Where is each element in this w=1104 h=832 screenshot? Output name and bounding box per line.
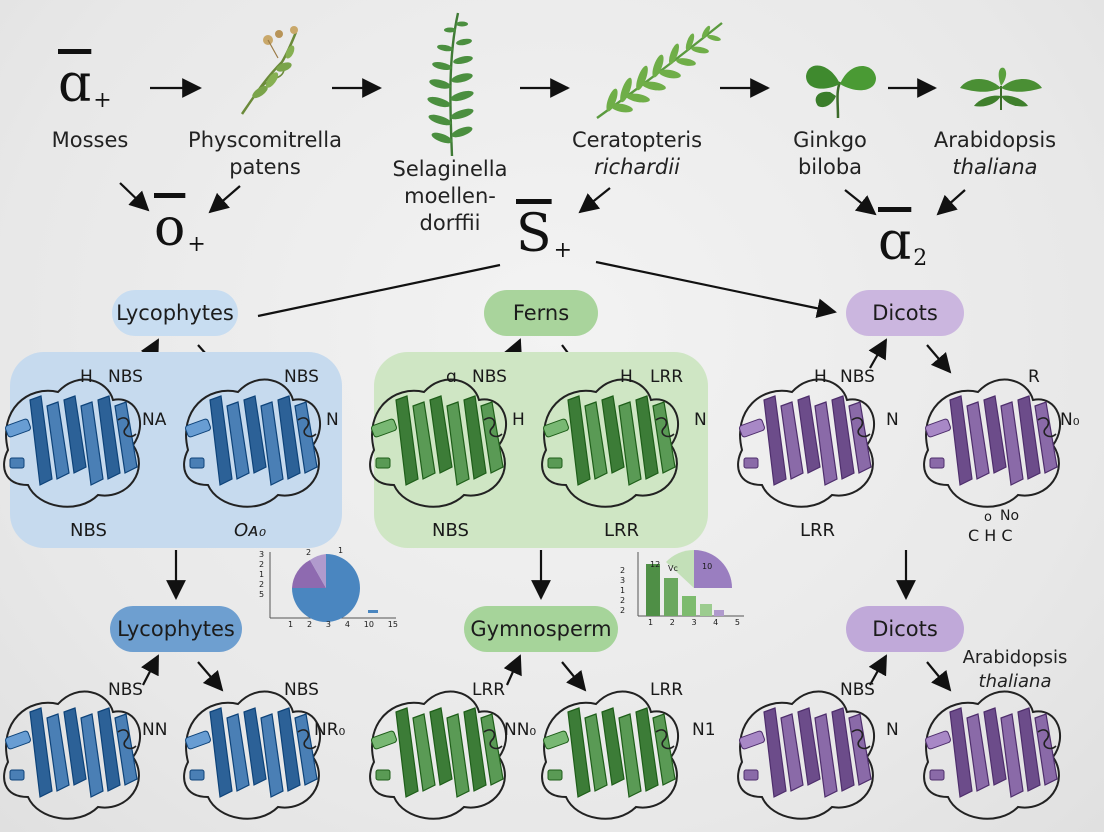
dicot-bottom-o: o [984,510,992,525]
protein-dicot-2 [923,378,1062,508]
line-s-lycophytes [257,263,501,318]
pill-dicots[interactable]: Dicots [846,290,964,336]
dicot1-tag-side: N [886,410,899,430]
dicot1-tag-left: H [814,367,827,387]
protein-lycophyte-1 [3,378,142,508]
fern-frond-image [596,22,723,119]
fern1-tag-left: ɑ [446,367,457,387]
arrow-up-gym3 [503,654,522,686]
protein-gymnosperm-2 [541,690,680,820]
protein-fern-2 [541,378,680,508]
gym3b-tag-top: LRR [650,680,684,700]
fern2-tag-side: N [694,410,707,430]
arrow-up-dicot [868,338,887,369]
arrow-physco-o [208,185,241,214]
protein-dicot-1 [737,378,876,508]
pill-dicots-lower[interactable]: Dicots [846,606,964,652]
lyc3a-tag-top: NBS [108,680,143,700]
selaginella-image [427,12,474,157]
arrow-ginkgo-a2 [844,189,877,216]
dicot-bottom-chc: C H C [968,526,1013,545]
fern-bottom-lrr: LRR [604,520,640,541]
arrow-mosses-o [119,182,150,212]
pie-label-b: 1 [338,546,344,555]
protein-dicot-3 [737,690,876,820]
arrow-down-dicot3 [926,661,952,692]
symbol-a-two: ɑ2 [878,212,928,272]
lyc2-tag-top: NBS [284,367,319,387]
symbol-a-plus: ɑ+ [58,54,112,114]
dicot2-tag-side: N₀ [1060,410,1080,430]
bar-label-c: 10 [702,562,713,571]
species-label-selaginella: Selaginella moellen- dorffii [392,157,508,235]
arabidopsis-image [960,67,1042,110]
lyc1-tag-left: H [80,367,93,387]
lyc-bottom-nbs: NBS [70,520,107,541]
species-label-arabidopsis-lower: Arabidopsis thaliana [962,647,1068,692]
dicot-bottom-lrr: LRR [800,520,836,541]
lyc2-tag-side: N [326,410,339,430]
arrow-arab-a2 [936,189,966,216]
lyc1-tag-top: NBS [108,367,143,387]
gym3a-tag-top: LRR [472,680,506,700]
fern2-tag-left: H [620,367,633,387]
mini-pie-chart [269,552,396,622]
lyc3b-tag-top: NBS [284,680,319,700]
species-label-arabidopsis: Arabidopsis thaliana [933,128,1057,179]
species-label-mosses: Mosses [51,128,129,152]
ginkgo-image [806,65,876,119]
lyc3b-tag-side: NR₀ [314,720,346,740]
symbol-s-plus: S+ [516,204,573,264]
lyc-bottom-oa: Oᴀ₀ [234,520,267,541]
arrow-down-dicot [926,344,952,374]
fern-bottom-nbs: NBS [432,520,469,541]
protein-lycophyte-2 [183,378,322,508]
protein-gymnosperm-1 [369,690,508,820]
symbol-o-plus: o+ [154,198,206,258]
pill-lycophytes-lower[interactable]: Lycophytes [110,606,242,652]
dicot3a-tag-side: N [886,720,899,740]
arrow-s-dicots [595,260,837,319]
gym3b-tag-side: N1 [692,720,716,740]
fern1-tag-side: H [512,410,525,430]
pill-ferns[interactable]: Ferns [484,290,598,336]
arrow-cerat-s [578,187,611,214]
mini-bar-chart [637,549,744,617]
pill-gymnosperm[interactable]: Gymnosperm [464,606,618,652]
pie-label-a: 2 [306,548,312,557]
arrow-up-dicot3 [868,654,887,686]
lyc3a-tag-side: NN [142,720,168,740]
protein-fern-1 [369,378,508,508]
moss-plant-image [240,26,298,115]
species-label-ceratopteris: Ceratopteris richardii [571,128,703,179]
protein-lycophyte-4 [183,690,322,820]
protein-lycophyte-3 [3,690,142,820]
species-label-physcomitrella: Physcomitrella patens [188,128,342,179]
fern2-tag-top: LRR [650,367,684,387]
bar-label-a: 12 [650,560,661,569]
species-label-ginkgo: Ginkgo biloba [793,128,867,179]
arrow-down-lyc3 [197,661,224,692]
dicot3a-tag-top: NBS [840,680,875,700]
lyc1-tag-side: NA [142,410,167,430]
arrow-up-lyc3 [141,654,159,686]
pill-lycophytes[interactable]: Lycophytes [112,290,238,336]
protein-dicot-4 [923,690,1062,820]
gym3a-tag-side: NN₀ [504,720,537,740]
dicot2-tag-top: R [1028,367,1040,387]
arrow-down-gym3 [561,661,587,692]
dicot1-tag-top: NBS [840,367,875,387]
fern1-tag-top: NBS [472,367,507,387]
dicot-bottom-no: No [1000,508,1020,524]
bar-label-b: Vc [668,564,678,573]
